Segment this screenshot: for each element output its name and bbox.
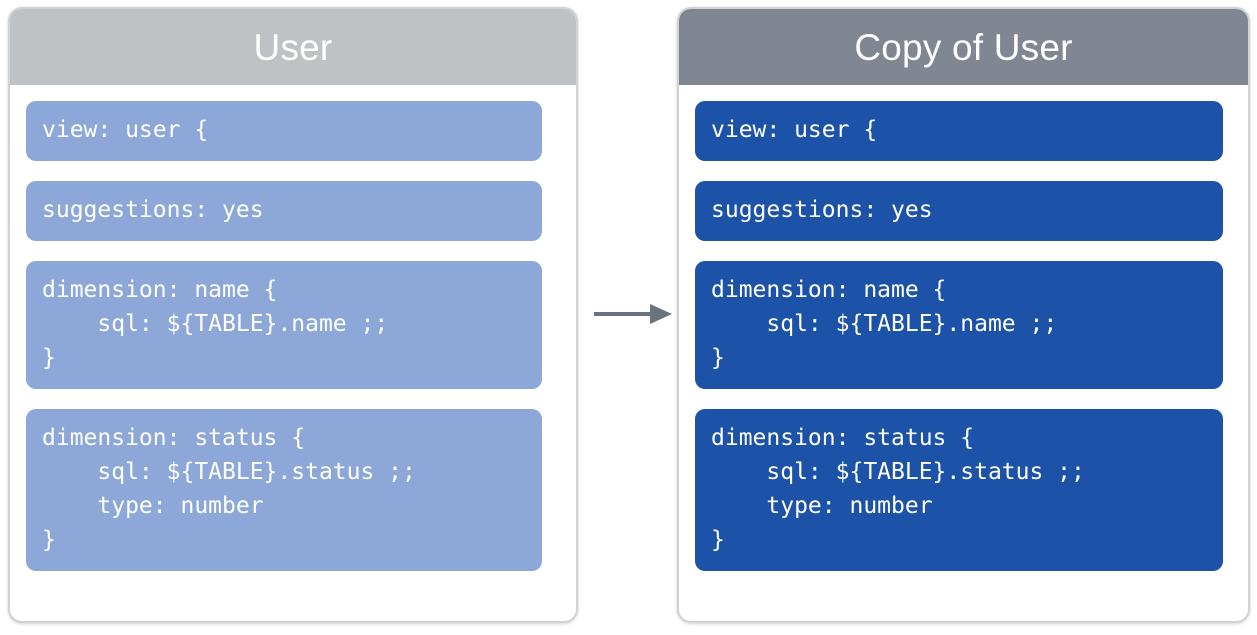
- source-card: User view: user { suggestions: yes dimen…: [8, 7, 578, 623]
- copy-card-body: view: user { suggestions: yes dimension:…: [679, 85, 1248, 571]
- copy-view-block: view: user {: [695, 101, 1223, 161]
- copy-card-title: Copy of User: [679, 9, 1248, 85]
- copy-dimension-name-block: dimension: name { sql: ${TABLE}.name ;; …: [695, 261, 1223, 389]
- source-dimension-name-block: dimension: name { sql: ${TABLE}.name ;; …: [26, 261, 542, 389]
- source-suggestions-block: suggestions: yes: [26, 181, 542, 241]
- copy-dimension-status-block: dimension: status { sql: ${TABLE}.status…: [695, 409, 1223, 571]
- source-view-block: view: user {: [26, 101, 542, 161]
- source-dimension-status-block: dimension: status { sql: ${TABLE}.status…: [26, 409, 542, 571]
- copy-card: Copy of User view: user { suggestions: y…: [677, 7, 1250, 623]
- copy-suggestions-block: suggestions: yes: [695, 181, 1223, 241]
- source-card-title: User: [10, 9, 576, 85]
- source-card-body: view: user { suggestions: yes dimension:…: [10, 85, 576, 571]
- copy-arrow-icon: [594, 304, 672, 324]
